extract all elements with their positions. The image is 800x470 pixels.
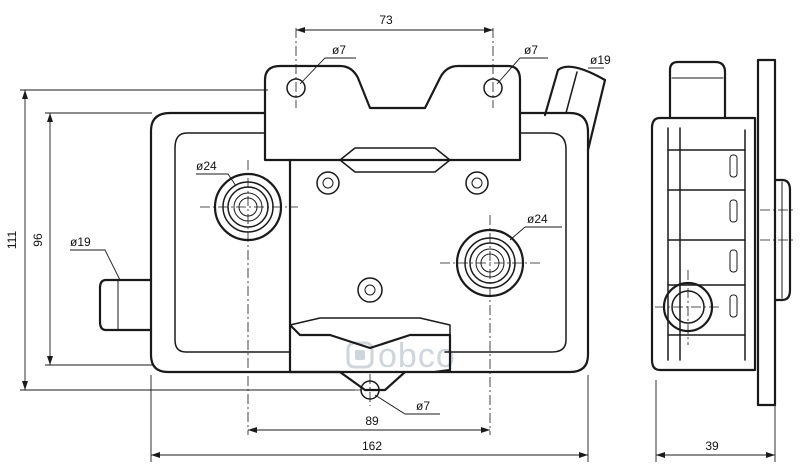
hole-mid-left <box>316 171 340 195</box>
dim-label-89: 89 <box>365 414 379 428</box>
dim-label-pipe-left: ø19 <box>70 235 91 249</box>
dim-label-hole-top-right: ø7 <box>524 43 538 57</box>
dim-label-39: 39 <box>705 439 719 453</box>
hole-mid-right <box>465 171 489 195</box>
hole-mid-bottom-inner <box>364 284 376 296</box>
dim-label-hole-bottom: ø7 <box>416 399 430 413</box>
cooler-body-outline <box>149 111 590 374</box>
pipe-top <box>543 65 607 152</box>
cooler-inner-outline <box>174 132 567 353</box>
top-flange <box>263 64 522 162</box>
plate-step-lower <box>339 159 451 173</box>
pipe-left <box>98 278 153 332</box>
side-port <box>655 270 720 345</box>
watermark-logo: obco <box>346 337 456 375</box>
dim-label-162: 162 <box>362 439 382 453</box>
hole-mid-bottom <box>357 277 383 303</box>
hole-mid-right-inner <box>471 177 483 189</box>
dim-label-73: 73 <box>379 13 393 27</box>
side-view <box>650 58 795 407</box>
side-top-pipe <box>668 60 727 120</box>
plate-top-step <box>289 147 521 161</box>
front-view <box>98 28 607 435</box>
dimension-lines <box>20 27 776 462</box>
dim-label-port-right: ø24 <box>527 212 548 226</box>
side-flange <box>756 58 777 407</box>
dimension-labels: 73 111 96 ø7 ø7 ø19 ø24 ø24 ø19 89 ø7 16… <box>5 13 719 453</box>
dim-label-hole-top-left: ø7 <box>332 43 346 57</box>
plate-bottom-step <box>289 317 451 336</box>
dim-label-111: 111 <box>5 231 19 250</box>
side-inner-channel <box>667 127 746 361</box>
dim-label-port-left: ø24 <box>196 159 217 173</box>
dim-label-pipe-top: ø19 <box>590 53 611 67</box>
dim-label-96: 96 <box>31 233 45 247</box>
side-body-outline <box>650 116 757 372</box>
side-slots <box>729 154 738 318</box>
central-plate <box>288 158 452 392</box>
pipe-top-edge <box>565 71 578 114</box>
watermark-text: obco <box>378 337 456 375</box>
hole-mid-left-inner <box>322 177 334 189</box>
side-boss <box>773 178 792 302</box>
